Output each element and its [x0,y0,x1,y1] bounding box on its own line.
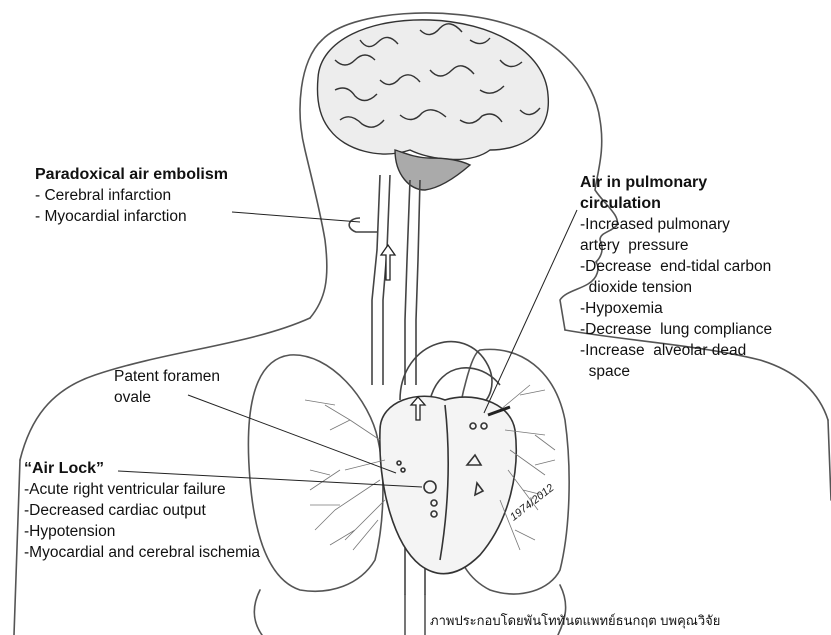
pulmonary-title-line2: circulation [580,193,772,214]
pulmonary-item: -Decrease lung compliance [580,319,772,340]
cerebral-loop [349,218,378,232]
pulmonary-item: -Increased pulmonary [580,214,772,235]
leader-paradoxical [232,212,360,222]
left-lung-outline [248,355,383,591]
air-lock-title: “Air Lock” [24,458,260,479]
left-torso-outline [14,460,20,635]
leader-pulmonary [484,210,577,413]
paradoxical-embolism-label: Paradoxical air embolism - Cerebral infa… [35,164,228,227]
foramen-line: ovale [114,387,220,408]
paradoxical-embolism-title: Paradoxical air embolism [35,164,228,185]
paradoxical-item: - Cerebral infarction [35,185,228,206]
foramen-line: Patent foramen [114,366,220,387]
brain [318,20,549,190]
air-lock-item: -Hypotension [24,521,260,542]
air-lock-item: -Decreased cardiac output [24,500,260,521]
pulmonary-item: artery pressure [580,235,772,256]
pulmonary-item: -Hypoxemia [580,298,772,319]
air-lock-item: -Myocardial and cerebral ischemia [24,542,260,563]
air-lock-item: -Acute right ventricular failure [24,479,260,500]
pulmonary-item: -Decrease end-tidal carbon [580,256,772,277]
pulmonary-item: space [580,361,772,382]
patent-foramen-label: Patent foramen ovale [114,366,220,408]
pulmonary-item: -Increase alveolar dead [580,340,772,361]
pulmonary-title-line1: Air in pulmonary [580,172,772,193]
pulmonary-item: dioxide tension [580,277,772,298]
image-caption: ภาพประกอบโดยพันโททันตแพทย์ธนกฤต บพคุณวิจ… [430,610,720,631]
heart [380,396,516,573]
paradoxical-item: - Myocardial infarction [35,206,228,227]
jugular [405,180,410,385]
air-lock-label: “Air Lock” -Acute right ventricular fail… [24,458,260,563]
ascending-arrow [381,245,395,280]
carotid-left [372,175,380,385]
pulmonary-circulation-label: Air in pulmonary circulation -Increased … [580,172,772,382]
